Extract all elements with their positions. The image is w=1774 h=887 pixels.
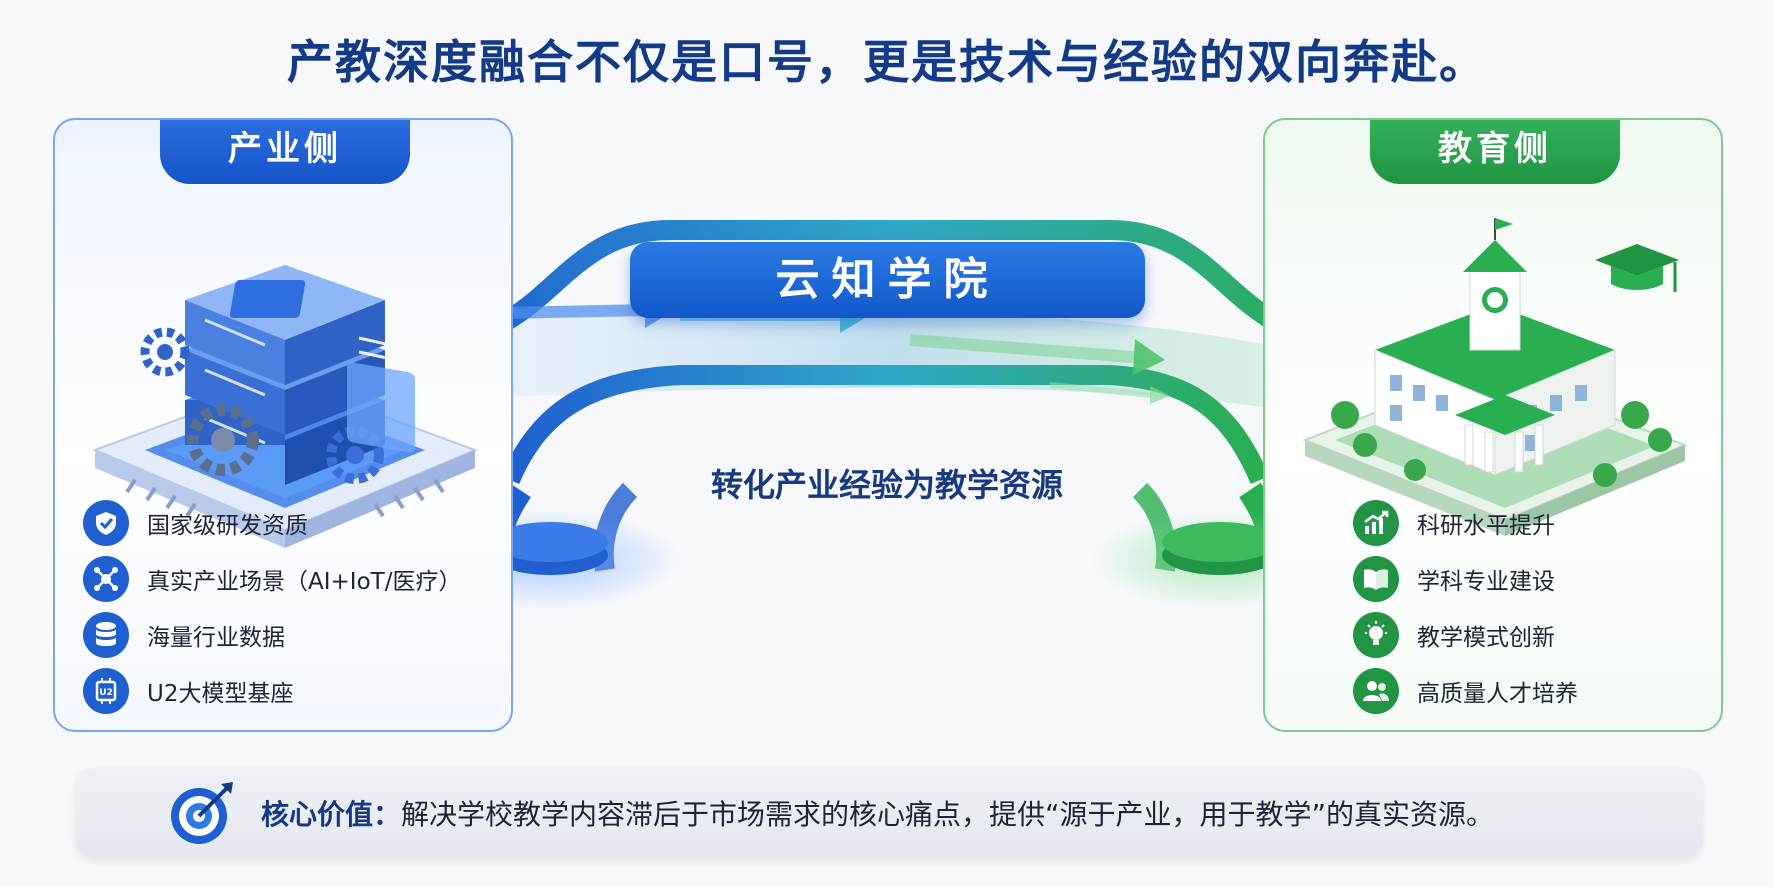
growth-chart-icon xyxy=(1353,500,1399,546)
feature-label: 教学模式创新 xyxy=(1417,625,1555,651)
banner-lead: 核心价值： xyxy=(261,798,402,831)
book-icon xyxy=(1353,556,1399,602)
list-item: U2 U2大模型基座 xyxy=(83,663,503,719)
chip-icon: U2 xyxy=(83,668,129,714)
network-nodes-icon xyxy=(83,556,129,602)
bridge-caption: 转化产业经验为教学资源 xyxy=(710,466,1063,504)
education-tab: 教育侧 xyxy=(1370,120,1620,184)
feature-label: 科研水平提升 xyxy=(1417,513,1555,539)
industry-feature-list: 国家级研发资质 真实产业场景（AI+IoT/医疗） 海量行业数据 U2 U2大模… xyxy=(83,495,503,719)
page-title: 产教深度融合不仅是口号，更是技术与经验的双向奔赴。 xyxy=(287,35,1487,89)
core-value-banner: 核心价值： 解决学校教学内容滞后于市场需求的核心痛点，提供“源于产业，用于教学”… xyxy=(75,768,1703,858)
feature-label: 国家级研发资质 xyxy=(147,513,308,539)
feature-label: 学科专业建设 xyxy=(1417,569,1555,595)
feature-label: U2大模型基座 xyxy=(147,681,294,707)
server-chip-illustration xyxy=(92,265,478,548)
list-item: 海量行业数据 xyxy=(83,607,503,663)
list-item: 真实产业场景（AI+IoT/医疗） xyxy=(83,551,503,607)
academy-label: 云知学院 xyxy=(630,242,1145,318)
list-item: 科研水平提升 xyxy=(1353,495,1721,551)
industry-tab: 产业侧 xyxy=(160,120,410,184)
list-item: 高质量人才培养 xyxy=(1353,663,1721,719)
banner-text: 解决学校教学内容滞后于市场需求的核心痛点，提供“源于产业，用于教学”的真实资源。 xyxy=(401,798,1495,831)
list-item: 国家级研发资质 xyxy=(83,495,503,551)
database-icon xyxy=(83,612,129,658)
chip-icon-text: U2 xyxy=(99,688,113,698)
feature-label: 海量行业数据 xyxy=(147,625,285,651)
lightbulb-icon xyxy=(1353,612,1399,658)
shield-check-icon xyxy=(83,500,129,546)
feature-label: 真实产业场景（AI+IoT/医疗） xyxy=(147,569,462,595)
list-item: 教学模式创新 xyxy=(1353,607,1721,663)
list-item: 学科专业建设 xyxy=(1353,551,1721,607)
feature-label: 高质量人才培养 xyxy=(1417,681,1578,707)
education-panel: 教育侧 xyxy=(1263,118,1723,732)
school-building-illustration xyxy=(1302,218,1688,536)
education-feature-list: 科研水平提升 学科专业建设 教学模式创新 高质量人才培养 xyxy=(1353,495,1721,719)
people-icon xyxy=(1353,668,1399,714)
industry-panel: 产业侧 xyxy=(53,118,513,732)
target-icon xyxy=(171,782,233,844)
